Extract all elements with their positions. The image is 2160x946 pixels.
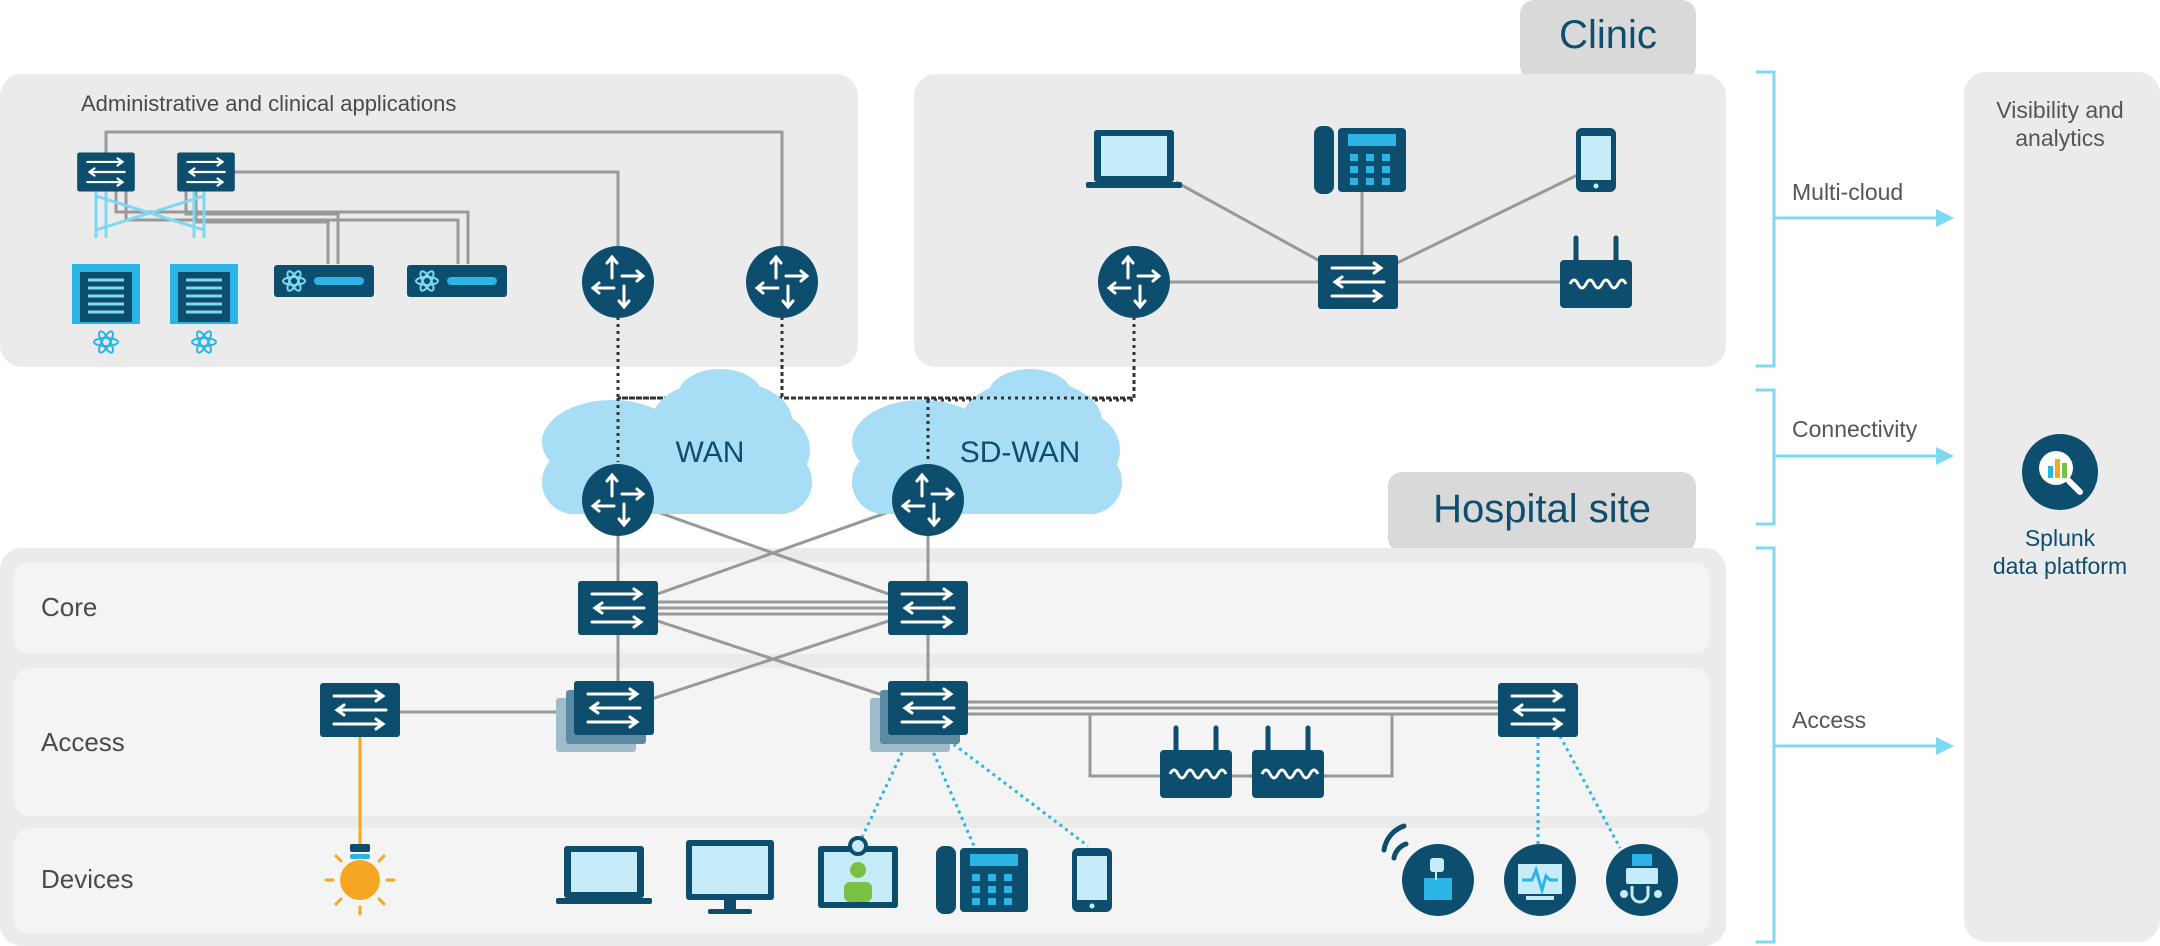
network-switch-icon [886, 679, 970, 737]
app-appliance-icon [273, 264, 375, 298]
splunk-sublabel: data platform [1993, 553, 2127, 579]
hospital-tab [1388, 472, 1696, 552]
server-links [94, 190, 206, 238]
splunk-analytics-icon [2022, 434, 2098, 510]
devices-label: Devices [41, 864, 133, 894]
laptop-icon [556, 846, 652, 904]
connectivity-label: Connectivity [1792, 416, 1918, 442]
network-switch-icon [886, 579, 970, 637]
clinic-tab [1520, 0, 1696, 80]
mobile-phone-icon [1576, 128, 1616, 192]
router-icon [744, 244, 820, 320]
access-band [14, 668, 1710, 816]
wan-label: WAN [676, 436, 745, 469]
router-icon [890, 462, 966, 538]
video-endpoint-icon [818, 836, 898, 908]
network-switch-icon [318, 681, 402, 739]
medical-device-icon [1606, 844, 1678, 916]
network-switch-icon [176, 151, 236, 193]
app-appliance-icon [406, 264, 508, 298]
router-icon [580, 244, 656, 320]
patient-monitor-icon [1504, 844, 1576, 916]
sdwan-label: SD-WAN [960, 436, 1081, 469]
router-icon [580, 462, 656, 538]
network-switch-icon [576, 579, 660, 637]
smart-light-icon [324, 844, 396, 916]
access-scope-label: Access [1792, 707, 1866, 733]
core-label: Core [41, 592, 97, 622]
device-wireless-links [856, 735, 1622, 849]
hospital-title: Hospital site [1433, 487, 1651, 531]
network-switch-icon [1496, 681, 1580, 739]
clinic-panel [914, 74, 1726, 367]
network-switch-icon [572, 679, 656, 737]
ip-phone-icon [936, 846, 1028, 914]
multicloud-label: Multi-cloud [1792, 179, 1903, 205]
laptop-icon [1086, 130, 1182, 188]
admin-apps-label: Administrative and clinical applications [81, 91, 456, 116]
network-switch-icon [76, 151, 136, 193]
clinic-title: Clinic [1559, 13, 1657, 57]
iv-pump-icon [1381, 823, 1474, 916]
visibility-label: Visibility and [1996, 97, 2123, 123]
router-icon [1096, 244, 1172, 320]
ip-phone-icon [1314, 126, 1406, 194]
network-switch-icon [1316, 253, 1400, 311]
mobile-phone-icon [1072, 848, 1112, 912]
splunk-label: Splunk [2025, 525, 2096, 551]
scope-brackets [1756, 70, 1940, 944]
analytics-label: analytics [2015, 125, 2104, 151]
access-label: Access [41, 727, 125, 757]
